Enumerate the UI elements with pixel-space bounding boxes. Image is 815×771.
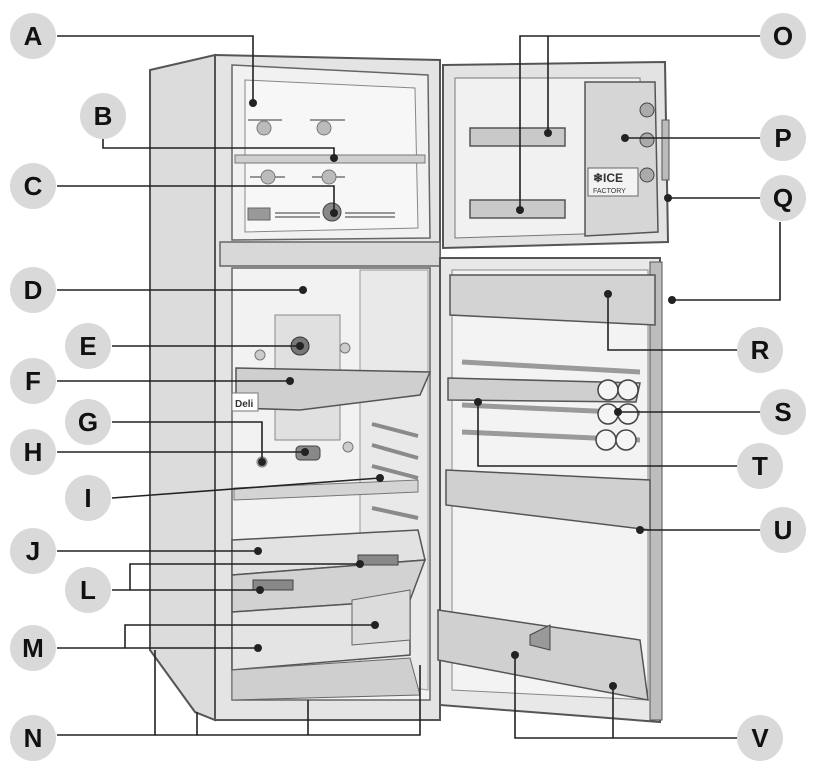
label-badge-circle: [760, 507, 806, 553]
label-badge-text: E: [79, 331, 96, 361]
label-badge-o: O: [760, 13, 806, 59]
leader-lines: [57, 35, 781, 739]
label-badge-text: P: [774, 123, 791, 153]
label-badge-text: G: [78, 407, 98, 437]
label-badge-text: H: [24, 437, 43, 467]
label-badge-p: P: [760, 115, 806, 161]
label-badge-circle: [10, 715, 56, 761]
label-badge-text: S: [774, 397, 791, 427]
freezer-door: ❄ICE FACTORY: [442, 60, 670, 250]
label-badge-circle: [760, 13, 806, 59]
label-badge-circle: [65, 399, 111, 445]
label-badge-circle: [80, 93, 126, 139]
label-badge-text: R: [751, 335, 770, 365]
label-badge-text: U: [774, 515, 793, 545]
label-badge-circle: [737, 443, 783, 489]
label-badge-q: Q: [760, 175, 806, 221]
label-badge-e: E: [65, 323, 111, 369]
label-badge-circle: [65, 567, 111, 613]
label-badge-n: N: [10, 715, 56, 761]
label-badge-s: S: [760, 389, 806, 435]
fridge-door: [437, 257, 663, 724]
label-badge-r: R: [737, 327, 783, 373]
label-badge-text: V: [751, 723, 769, 753]
humidity-control-right[interactable]: [357, 554, 399, 566]
label-badge-t: T: [737, 443, 783, 489]
label-badge-u: U: [760, 507, 806, 553]
label-badge-l: L: [65, 567, 111, 613]
label-badge-circle: [737, 715, 783, 761]
label-badge-circle: [65, 475, 111, 521]
label-badge-h: H: [10, 429, 56, 475]
label-badge-text: L: [80, 575, 96, 605]
label-badges: A B C D E F G H I J L M N O PQ R ST U V: [10, 13, 806, 761]
humidity-control-left[interactable]: [252, 579, 294, 591]
label-badge-circle: [65, 323, 111, 369]
label-badge-text: M: [22, 633, 44, 663]
label-badge-circle: [10, 163, 56, 209]
label-badge-text: A: [24, 21, 43, 51]
label-badge-m: M: [10, 625, 56, 671]
label-badge-j: J: [10, 528, 56, 574]
label-badge-f: F: [10, 358, 56, 404]
label-badge-circle: [10, 625, 56, 671]
leader-dots: [249, 99, 676, 690]
deli-label: Deli: [235, 399, 254, 410]
ice-factory-title: ❄ICE: [593, 171, 623, 185]
label-badge-circle: [760, 389, 806, 435]
label-badge-c: C: [10, 163, 56, 209]
label-badge-circle: [10, 429, 56, 475]
label-badge-b: B: [80, 93, 126, 139]
label-badge-text: D: [24, 275, 43, 305]
label-badge-circle: [760, 175, 806, 221]
deli-tag: [231, 392, 259, 412]
fridge-cabinet: Deli: [149, 53, 441, 722]
label-badge-text: O: [773, 21, 793, 51]
label-badge-a: A: [10, 13, 56, 59]
label-badge-text: B: [94, 101, 113, 131]
label-badge-text: I: [84, 483, 91, 513]
label-badge-g: G: [65, 399, 111, 445]
label-badge-text: T: [752, 451, 768, 481]
label-badge-v: V: [737, 715, 783, 761]
label-badge-circle: [737, 327, 783, 373]
label-badge-text: F: [25, 366, 41, 396]
label-badge-circle: [10, 528, 56, 574]
label-badge-i: I: [65, 475, 111, 521]
label-badge-text: N: [24, 723, 43, 753]
label-badge-circle: [10, 267, 56, 313]
label-badge-circle: [10, 358, 56, 404]
label-badge-circle: [10, 13, 56, 59]
label-badge-d: D: [10, 267, 56, 313]
label-badge-text: J: [26, 536, 40, 566]
ice-factory-subtitle: FACTORY: [593, 188, 626, 195]
label-badge-circle: [760, 115, 806, 161]
freezer-vents: [248, 119, 395, 218]
label-badge-text: C: [24, 171, 43, 201]
label-badge-text: Q: [773, 183, 793, 213]
